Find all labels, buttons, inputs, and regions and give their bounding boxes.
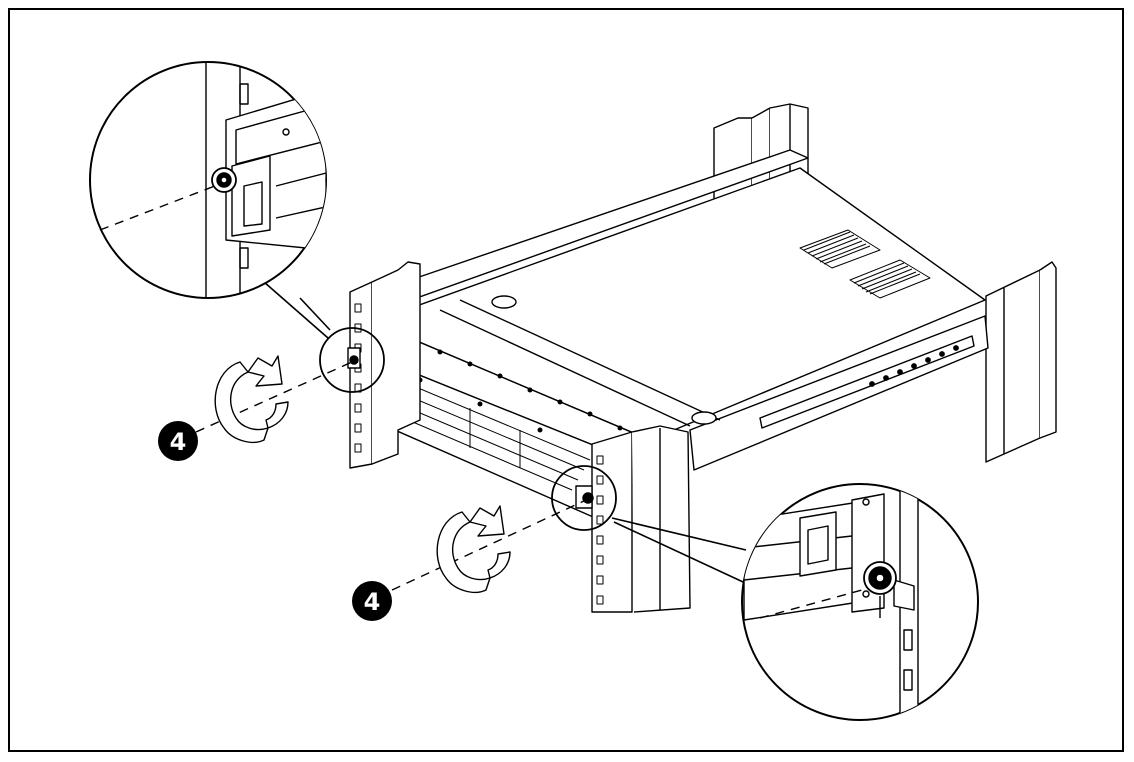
- callout-label-right: 4: [364, 588, 381, 616]
- left-thumbscrew-focus-circle: [319, 327, 385, 393]
- right-thumbscrew: [575, 485, 594, 509]
- right-thumbscrew-focus-circle: [551, 465, 617, 531]
- front-left-post: [349, 261, 421, 469]
- rear-right-post: [985, 261, 1057, 463]
- callout-badge-right: 4: [352, 581, 392, 621]
- server-chassis: [371, 167, 986, 521]
- alignment-dashes: [99, 183, 863, 619]
- left-thumbscrew: [347, 347, 361, 369]
- zoom-detail-left: [89, 61, 327, 299]
- rotate-clockwise-icon: [436, 505, 511, 594]
- rotate-clockwise-icon: [214, 355, 289, 444]
- callout-badge-left: 4: [158, 421, 198, 461]
- front-right-post: [591, 425, 691, 613]
- callout-label-left: 4: [170, 428, 187, 456]
- rack-rail-right: [689, 315, 989, 471]
- zoom-detail-right: [741, 483, 979, 721]
